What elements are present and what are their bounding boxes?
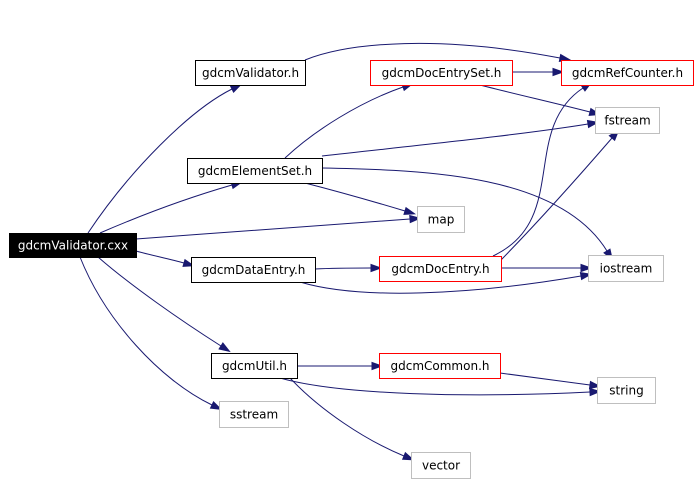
node-label: gdcmDocEntry.h	[391, 262, 489, 276]
node-label: vector	[422, 459, 460, 473]
edge-validator-cxx-to-validator-h	[87, 83, 243, 234]
edge-line	[279, 377, 591, 396]
node-label: fstream	[604, 114, 650, 128]
edge-docentry-h-to-iostream	[501, 263, 593, 273]
node-elementset-h[interactable]: gdcmElementSet.h	[187, 158, 323, 184]
node-vector[interactable]: vector	[411, 452, 471, 479]
edge-arrowhead	[401, 451, 415, 461]
node-dataentry-h[interactable]: gdcmDataEntry.h	[191, 257, 316, 283]
edge-elementset-h-to-map	[304, 182, 417, 215]
node-label: gdcmDocEntrySet.h	[382, 66, 502, 80]
edge-line	[79, 256, 213, 406]
edge-line	[135, 218, 411, 240]
node-docentryset-h[interactable]: gdcmDocEntrySet.h	[370, 60, 513, 86]
edge-validator-h-to-refcounter-h	[304, 42, 572, 63]
edge-arrowhead	[403, 206, 417, 215]
edge-validator-cxx-to-dataentry-h	[135, 250, 196, 267]
edge-arrowhead	[589, 387, 602, 397]
node-map[interactable]: map	[417, 206, 465, 233]
node-box	[597, 377, 656, 404]
edge-arrowhead	[552, 67, 565, 77]
node-box	[379, 353, 501, 379]
node-box	[417, 206, 465, 233]
edge-util-h-to-string	[279, 377, 602, 397]
edge-line	[87, 88, 233, 234]
node-box	[9, 233, 137, 258]
node-box	[187, 158, 323, 184]
edge-docentryset-h-to-fstream	[479, 84, 602, 116]
edge-common-h-to-string	[499, 372, 602, 390]
edge-validator-cxx-to-elementset-h	[99, 181, 244, 234]
node-label: gdcmUtil.h	[222, 359, 287, 373]
node-label: map	[428, 213, 455, 227]
node-label: gdcmDataEntry.h	[202, 263, 306, 277]
edge-line	[97, 256, 222, 347]
edge-arrowhead	[370, 263, 383, 273]
edges-layer	[79, 42, 620, 461]
edge-util-h-to-common-h	[297, 361, 384, 371]
edge-elementset-h-to-fstream	[321, 119, 600, 157]
node-box	[370, 60, 513, 86]
edge-line	[299, 275, 582, 294]
node-label: string	[609, 384, 643, 398]
edge-arrowhead	[182, 258, 196, 267]
edge-line	[289, 377, 405, 457]
node-sstream[interactable]: sstream	[219, 401, 289, 428]
edge-line	[492, 87, 584, 257]
node-box	[411, 452, 471, 479]
edge-line	[321, 167, 608, 252]
edge-arrowhead	[218, 342, 231, 353]
edge-elementset-h-to-iostream	[321, 167, 614, 261]
edge-docentry-h-to-fstream	[500, 129, 620, 261]
edge-util-h-to-vector	[289, 377, 415, 461]
node-label: gdcmElementSet.h	[198, 164, 312, 178]
edge-arrowhead	[580, 263, 593, 273]
edge-docentryset-h-to-refcounter-h	[512, 67, 565, 77]
edge-arrowhead	[209, 400, 223, 410]
edge-line	[314, 267, 372, 270]
node-box	[595, 107, 660, 134]
edge-line	[284, 86, 404, 159]
node-fstream[interactable]: fstream	[595, 107, 660, 134]
node-box	[191, 257, 316, 283]
edge-validator-cxx-to-map	[135, 214, 422, 240]
edge-line	[500, 137, 613, 261]
node-label: sstream	[230, 408, 278, 422]
edge-line	[304, 42, 561, 61]
edge-validator-cxx-to-util-h	[97, 256, 231, 353]
node-common-h[interactable]: gdcmCommon.h	[379, 353, 501, 379]
edge-line	[499, 372, 591, 386]
node-refcounter-h[interactable]: gdcmRefCounter.h	[561, 60, 694, 86]
node-docentry-h[interactable]: gdcmDocEntry.h	[379, 256, 502, 282]
node-box	[588, 255, 664, 282]
edge-validator-cxx-to-sstream	[79, 256, 223, 410]
node-label: gdcmValidator.h	[202, 66, 299, 80]
edge-arrowhead	[371, 361, 384, 371]
node-box	[379, 256, 502, 282]
node-validator-cxx: gdcmValidator.cxx	[9, 233, 137, 258]
nodes-layer: gdcmValidator.cxx gdcmValidator.h gdcmDocE…	[9, 60, 694, 479]
edge-line	[304, 182, 406, 212]
edge-line	[479, 84, 591, 113]
edge-line	[99, 184, 233, 234]
node-box	[195, 60, 306, 86]
node-validator-h[interactable]: gdcmValidator.h	[195, 60, 306, 86]
node-string[interactable]: string	[597, 377, 656, 404]
edge-line	[135, 250, 185, 264]
node-box	[219, 401, 289, 428]
node-box	[211, 353, 298, 379]
node-label: gdcmValidator.cxx	[18, 239, 128, 253]
edge-line	[321, 123, 589, 157]
node-iostream[interactable]: iostream	[588, 255, 664, 282]
node-label: iostream	[600, 262, 653, 276]
node-label: gdcmRefCounter.h	[572, 66, 683, 80]
node-util-h[interactable]: gdcmUtil.h	[211, 353, 298, 379]
edge-dataentry-h-to-docentry-h	[314, 263, 383, 273]
node-label: gdcmCommon.h	[391, 359, 490, 373]
edge-arrowhead	[409, 214, 422, 224]
edge-elementset-h-to-docentryset-h	[284, 83, 414, 159]
node-box	[561, 60, 694, 86]
